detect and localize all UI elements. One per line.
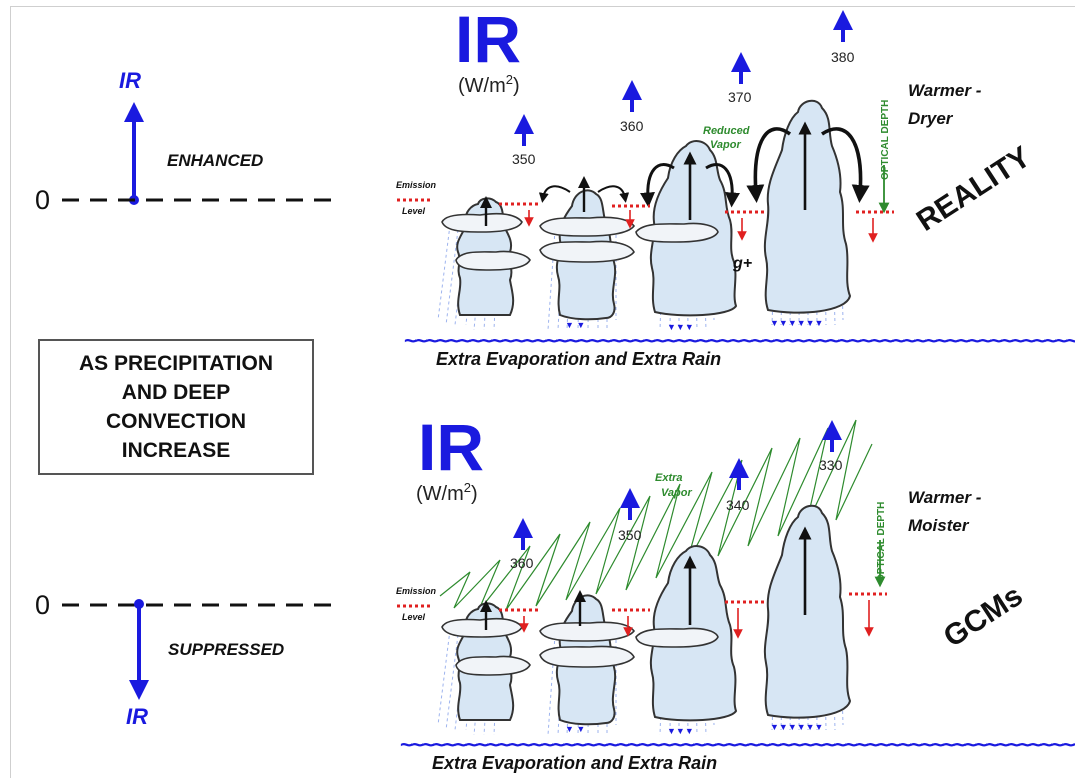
top-ir-title: IR (455, 2, 521, 76)
top-flux-4: 380 (831, 10, 855, 65)
top-emission-label-2: Level (402, 206, 426, 216)
bottom-cloud-1 (441, 600, 531, 721)
box-line-3: CONVECTION (105, 410, 246, 433)
bottom-zero-label: 0 (35, 590, 50, 620)
box-line-4: INCREASE (121, 439, 231, 462)
svg-text:▼▼▼▼▼▼: ▼▼▼▼▼▼ (770, 722, 823, 732)
bottom-panel: 0 IR SUPPRESSED IR (W/m2) Extra Vapor 36… (35, 410, 1075, 773)
bottom-left-ir-label: IR (126, 704, 148, 729)
bottom-extra-vapor-zigzag (439, 419, 873, 613)
top-flux-2: 360 (620, 80, 644, 134)
bottom-flux-2: 350 (618, 488, 642, 543)
bottom-flux-value-1: 360 (510, 555, 534, 571)
bottom-rain-drops: ▼ ▼ ▼▼▼ ▼▼▼▼▼▼ (565, 722, 823, 736)
top-gplus-label: g+ (732, 255, 752, 272)
top-left-ir-label: IR (119, 68, 141, 93)
top-cloud-3: g+ (635, 140, 752, 317)
top-cloud-2 (538, 176, 636, 321)
top-optical-depth: OPTICAL DEPTH (880, 100, 891, 180)
top-flux-value-2: 360 (620, 118, 644, 134)
top-climate-label-1: Warmer - (908, 81, 982, 100)
top-flux-value-1: 350 (512, 151, 536, 167)
top-vapor-label-1: Reduced (703, 125, 750, 137)
top-flux-value-3: 370 (728, 89, 752, 105)
box-line-1: AS PRECIPITATION (78, 352, 274, 375)
bottom-cloud-4 (763, 504, 852, 719)
bottom-optical-depth: OPTICAL DEPTH (876, 502, 887, 582)
top-vapor-label-2: Vapor (710, 139, 741, 151)
bottom-ir-title: IR (418, 410, 484, 484)
bottom-flux-4: 330 (819, 420, 843, 473)
bottom-flux-value-4: 330 (819, 457, 843, 473)
bottom-cloud-3 (635, 545, 738, 722)
top-caption: Extra Evaporation and Extra Rain (436, 349, 721, 369)
bottom-effect-label: SUPPRESSED (168, 640, 284, 659)
bottom-emission-lines (499, 592, 887, 612)
top-panel: IR 0 ENHANCED IR (W/m2) Emission Level 3… (35, 2, 1075, 369)
bottom-flux-1: 360 (510, 518, 534, 571)
box-line-2: AND DEEP (121, 381, 231, 404)
svg-text:▼ ▼: ▼ ▼ (565, 724, 585, 734)
top-wave-line: ~~~~~~~~~~~~~~~~~~~~~~~~~~~~~~~~~~~~~~~~… (404, 328, 1075, 353)
svg-text:▼▼▼▼▼▼: ▼▼▼▼▼▼ (770, 318, 823, 328)
bottom-climate-label-1: Warmer - (908, 488, 982, 507)
top-flux-1: 350 (512, 114, 536, 167)
top-ir-unit: (W/m2) (458, 72, 520, 97)
precipitation-convection-box: AS PRECIPITATION AND DEEP CONVECTION INC… (38, 339, 314, 475)
top-effect-label: ENHANCED (167, 151, 263, 170)
top-cloud-1 (441, 196, 531, 316)
top-zero-label: 0 (35, 185, 50, 215)
bottom-climate-label-2: Moister (908, 516, 970, 535)
svg-text:▼ ▼: ▼ ▼ (565, 320, 585, 330)
bottom-flux-value-2: 350 (618, 527, 642, 543)
bottom-emission-label-2: Level (402, 612, 426, 622)
top-climate-label-2: Dryer (908, 109, 954, 128)
bottom-emission-red-arrows (519, 600, 874, 639)
top-flux-value-4: 380 (831, 49, 855, 65)
bottom-scenario-label: GCMs (938, 579, 1029, 654)
image-frame (10, 6, 1075, 778)
svg-text:▼▼▼: ▼▼▼ (667, 726, 694, 736)
bottom-flux-3: 340 (726, 458, 750, 513)
bottom-cloud-2 (539, 590, 636, 726)
top-cloud-4 (746, 99, 870, 314)
bottom-ir-unit: (W/m2) (416, 480, 478, 505)
bottom-emission-label-1: Emission (396, 586, 437, 596)
top-emission-red-arrows (524, 210, 878, 243)
top-scenario-label: REALITY (911, 140, 1037, 238)
top-emission-label-1: Emission (396, 180, 437, 190)
svg-text:▼▼▼: ▼▼▼ (667, 322, 694, 332)
top-rain-drops: ▼ ▼ ▼▼▼ ▼▼▼▼▼▼ (565, 318, 823, 332)
bottom-caption: Extra Evaporation and Extra Rain (432, 753, 717, 773)
bottom-flux-value-3: 340 (726, 497, 750, 513)
bottom-vapor-label-2: Vapor (661, 487, 692, 499)
top-flux-3: 370 (728, 52, 752, 105)
bottom-wave-line: ~~~~~~~~~~~~~~~~~~~~~~~~~~~~~~~~~~~~~~~~… (400, 732, 1075, 757)
bottom-vapor-label-1: Extra (655, 472, 683, 484)
bottom-arrow-origin-dot (134, 599, 144, 609)
